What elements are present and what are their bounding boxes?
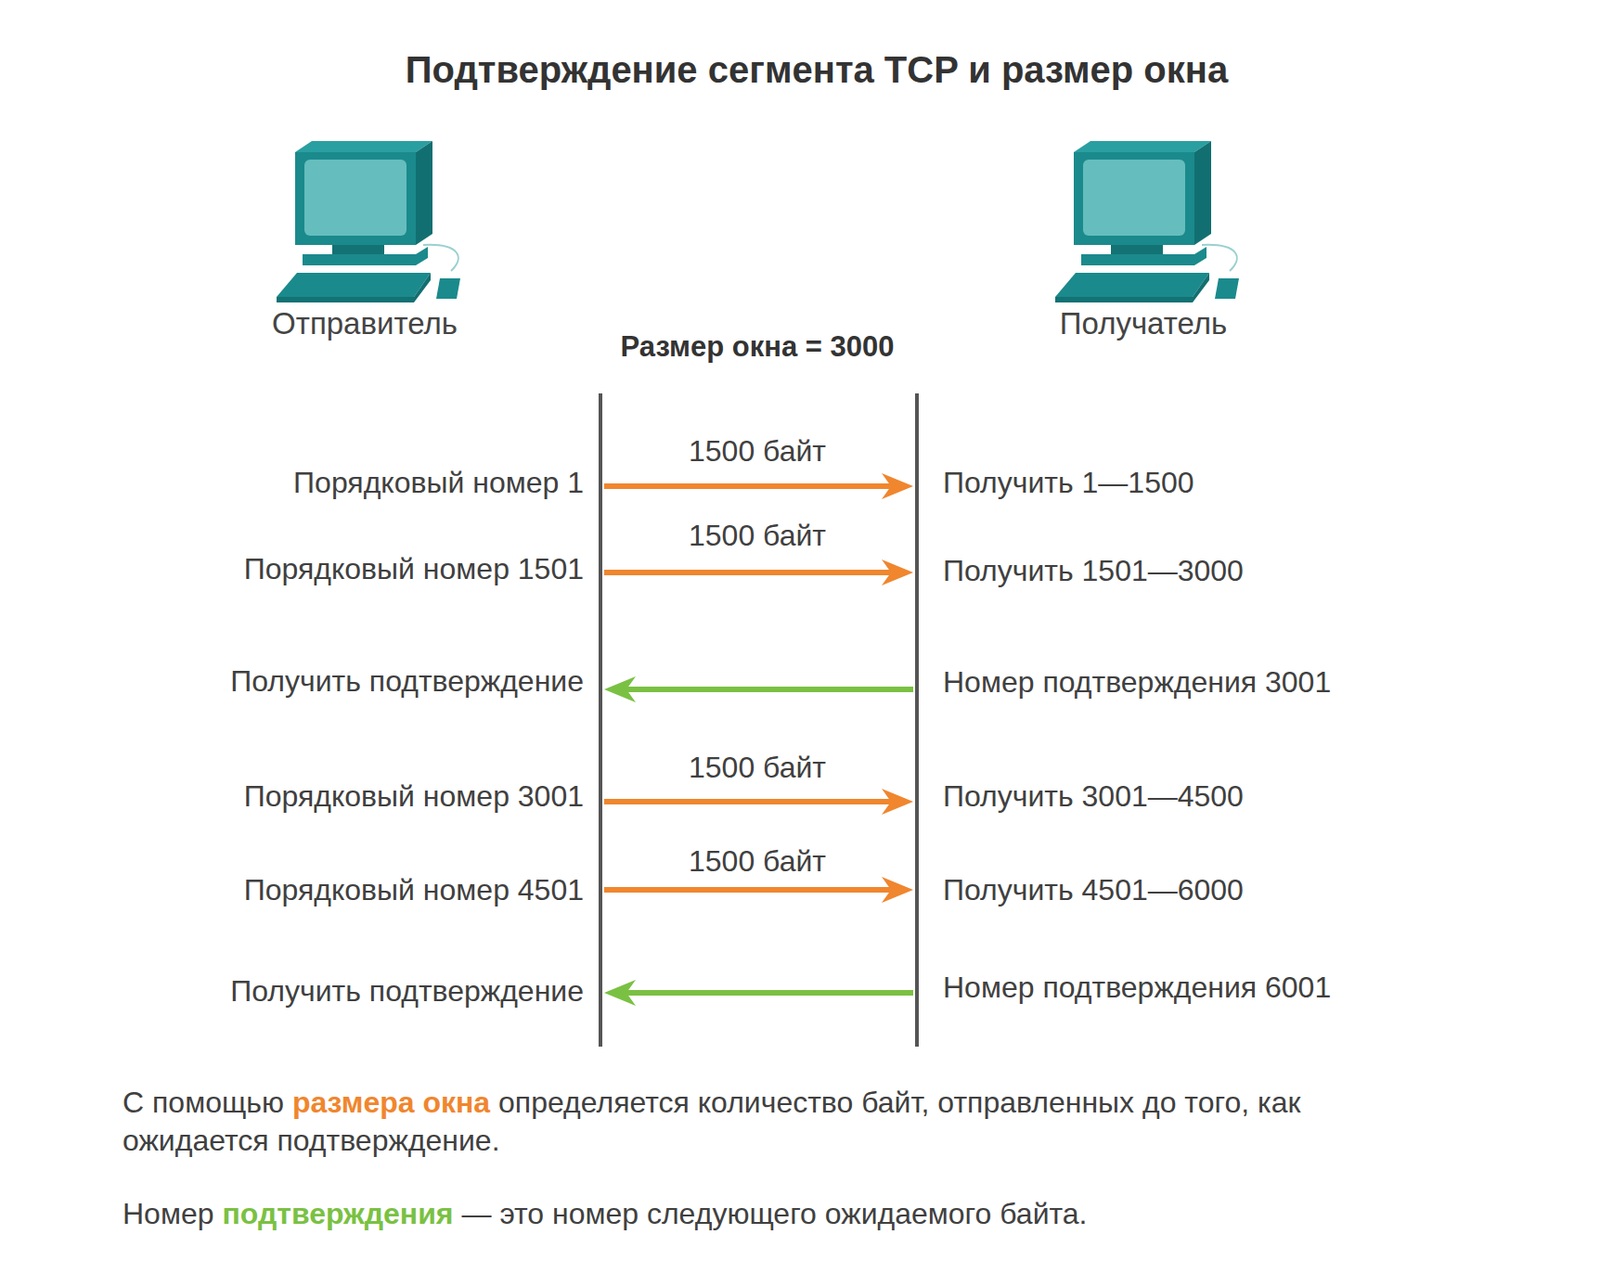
ack-number: Номер подтверждения 6001 <box>942 970 1331 1006</box>
diagram-title: Подтверждение сегмента TCP и размер окна <box>405 49 1228 91</box>
ack-arrow <box>604 676 914 703</box>
highlight-green: подтверждения <box>221 1197 453 1231</box>
segment-size: 1500 байт <box>688 434 826 469</box>
ack-number: Номер подтверждения 3001 <box>942 665 1331 700</box>
sequence-number: Порядковый номер 4501 <box>244 873 584 908</box>
window-size: Размер окна = 3000 <box>620 330 895 364</box>
computer-label: Отправитель <box>271 306 458 342</box>
note-paragraph: С помощьюразмера окнаопределяется количе… <box>122 1083 1441 1161</box>
receiver-timeline <box>915 393 919 1047</box>
data-arrow <box>604 788 914 815</box>
segment-size: 1500 байт <box>688 844 826 879</box>
data-arrow <box>604 473 914 500</box>
highlight-orange: размера окна <box>292 1085 491 1120</box>
note-text: Номер <box>122 1197 215 1231</box>
receive-range: Получить 1501—3000 <box>942 554 1244 589</box>
ack-arrow <box>604 980 914 1007</box>
ack-received: Получить подтверждение <box>230 664 584 699</box>
receive-range: Получить 4501—6000 <box>942 873 1244 908</box>
computer-icon <box>274 141 475 304</box>
segment-size: 1500 байт <box>688 518 826 554</box>
note-paragraph: Номерподтверждения— это номер следующего… <box>122 1195 1515 1234</box>
sender-timeline <box>598 393 603 1047</box>
data-arrow <box>604 559 914 586</box>
note-text: С помощью <box>122 1085 284 1120</box>
ack-received: Получить подтверждение <box>230 974 584 1009</box>
note-text: — это номер следующего ожидаемого байта. <box>461 1197 1087 1231</box>
data-arrow <box>604 877 914 904</box>
computer-node: Отправитель <box>265 139 465 346</box>
sequence-number: Порядковый номер 1 <box>293 465 584 501</box>
sequence-number: Порядковый номер 1501 <box>244 552 584 587</box>
sequence-number: Порядковый номер 3001 <box>244 779 584 814</box>
computer-node: Получатель <box>1044 139 1244 346</box>
segment-size: 1500 байт <box>688 750 826 786</box>
receive-range: Получить 1—1500 <box>942 465 1195 501</box>
computer-icon <box>1053 141 1253 304</box>
computer-label: Получатель <box>1059 306 1227 342</box>
receive-range: Получить 3001—4500 <box>942 779 1244 814</box>
